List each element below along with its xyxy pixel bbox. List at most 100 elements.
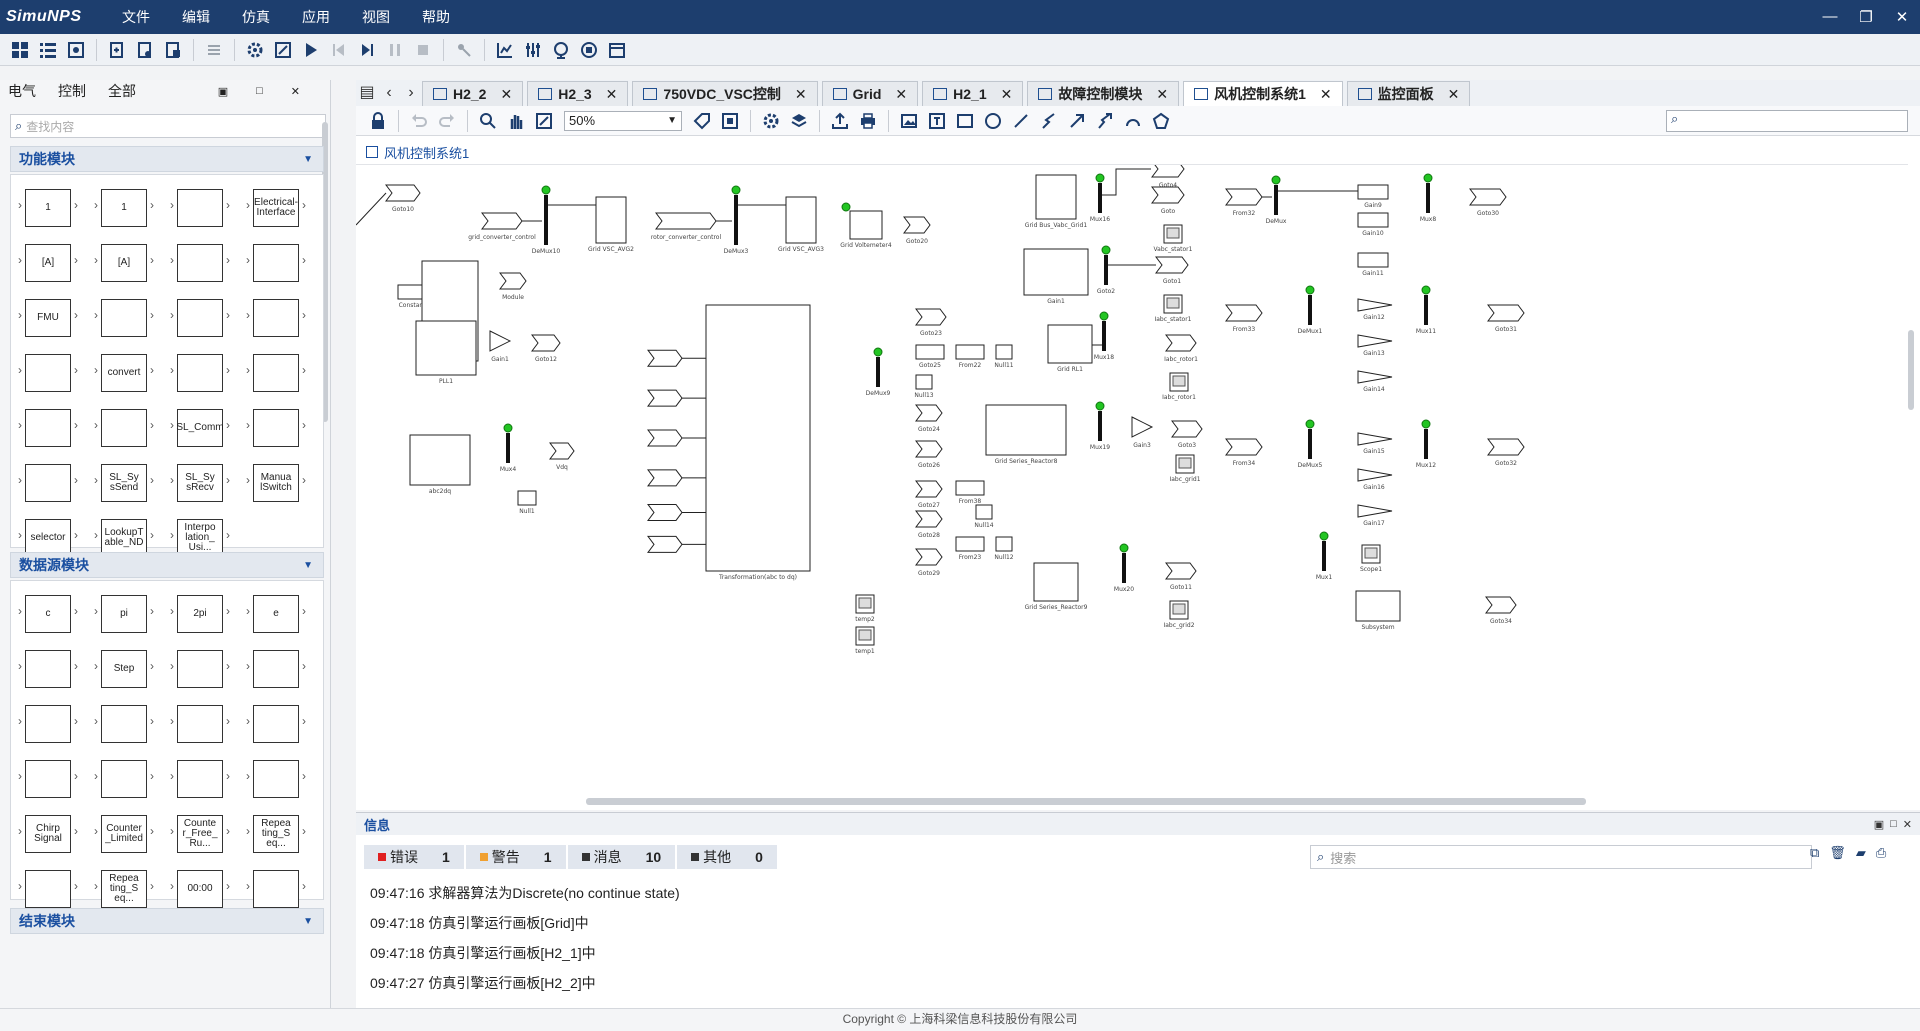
draw-rect-button[interactable] (951, 107, 979, 135)
menu-file[interactable]: 文件 (122, 9, 150, 25)
library-block[interactable] (246, 409, 306, 447)
library-block[interactable]: Repea ting_S eq... (94, 870, 154, 908)
library-block[interactable] (246, 354, 306, 392)
library-block[interactable] (18, 650, 78, 688)
tab-monitor-panel[interactable]: 监控面板✕ (1346, 81, 1471, 106)
library-block[interactable] (170, 705, 230, 743)
step-forward-button[interactable] (353, 36, 381, 64)
chevron-right-icon[interactable]: › (408, 84, 414, 101)
calendar-button[interactable] (603, 36, 631, 64)
run-button[interactable] (297, 36, 325, 64)
library-block[interactable]: SL_Sy sRecv (170, 464, 230, 502)
library-block[interactable]: convert (94, 354, 154, 392)
panel-maximize-icon[interactable]: □ (1890, 817, 1897, 830)
pause-button[interactable] (381, 36, 409, 64)
close-icon[interactable]: ✕ (1156, 85, 1169, 102)
canvas-horizontal-scrollbar[interactable] (586, 798, 1586, 805)
edit-params-button[interactable] (269, 36, 297, 64)
list-view-button[interactable] (34, 36, 62, 64)
library-block[interactable] (170, 354, 230, 392)
library-block[interactable] (18, 354, 78, 392)
panel-close-icon[interactable]: ✕ (1902, 818, 1912, 831)
library-block[interactable]: LookupT able_ND (94, 519, 154, 557)
menu-view[interactable]: 视图 (362, 9, 390, 25)
insert-image-button[interactable] (895, 107, 923, 135)
tag-button[interactable] (688, 107, 716, 135)
library-block[interactable]: FMU (18, 299, 78, 337)
library-block[interactable] (18, 870, 78, 908)
library-block[interactable]: [A] (18, 244, 78, 282)
library-block[interactable] (246, 244, 306, 282)
library-block[interactable] (94, 409, 154, 447)
library-block[interactable]: SL_Comm (170, 409, 230, 447)
library-block[interactable]: Counte r_Free_ Ru... (170, 815, 230, 853)
draw-arrow-button[interactable] (1063, 107, 1091, 135)
fit-screen-button[interactable] (716, 107, 744, 135)
breadcrumb-item[interactable]: 风机控制系统1 (384, 145, 470, 161)
library-block[interactable] (94, 299, 154, 337)
panel-float-icon[interactable]: ▣ (217, 85, 229, 98)
library-block[interactable]: Repea ting_S eq... (246, 815, 306, 853)
chevron-left-icon[interactable]: ‹ (386, 84, 392, 101)
open-model-button[interactable] (131, 36, 159, 64)
info-search-input[interactable]: ⌕ 搜索 (1310, 845, 1812, 869)
undo-button[interactable] (405, 107, 433, 135)
close-icon[interactable]: ✕ (1447, 85, 1460, 102)
export-button[interactable] (826, 107, 854, 135)
zoom-select[interactable]: 50%▼ (564, 110, 682, 131)
library-block[interactable]: Chirp Signal (18, 815, 78, 853)
library-block[interactable] (246, 650, 306, 688)
tab-list-icon[interactable]: ▤ (359, 84, 375, 101)
library-block[interactable] (170, 760, 230, 798)
save-model-button[interactable] (159, 36, 187, 64)
library-block[interactable]: Step (94, 650, 154, 688)
panel-close-icon[interactable]: ✕ (290, 85, 300, 98)
library-block[interactable]: 1 (94, 189, 154, 227)
layers-button[interactable] (785, 107, 813, 135)
library-block[interactable]: 1 (18, 189, 78, 227)
pan-button[interactable] (502, 107, 530, 135)
model-settings-button[interactable] (757, 107, 785, 135)
library-block[interactable] (170, 189, 230, 227)
lock-button[interactable] (364, 107, 392, 135)
library-block[interactable] (94, 705, 154, 743)
close-window-button[interactable]: ✕ (1895, 9, 1909, 26)
panel-button[interactable] (62, 36, 90, 64)
library-block[interactable] (18, 705, 78, 743)
minimize-button[interactable]: — (1822, 8, 1838, 25)
menu-edit[interactable]: 编辑 (182, 9, 210, 25)
step-back-button[interactable] (325, 36, 353, 64)
monitor-button[interactable] (547, 36, 575, 64)
close-icon[interactable]: ✕ (1319, 85, 1332, 102)
library-search-input[interactable]: ⌕ 查找内容 (10, 114, 326, 138)
new-model-button[interactable] (103, 36, 131, 64)
close-icon[interactable]: ✕ (794, 85, 807, 102)
stop-button[interactable] (409, 36, 437, 64)
library-scrollbar[interactable] (322, 122, 328, 422)
tab-all[interactable]: 全部 (108, 83, 136, 99)
probe-button[interactable] (450, 36, 478, 64)
section-sink-blocks[interactable]: 结束模块▼ (10, 908, 324, 934)
library-block[interactable] (246, 760, 306, 798)
library-block[interactable]: c (18, 595, 78, 633)
chart-button[interactable] (491, 36, 519, 64)
library-block[interactable]: selector (18, 519, 78, 557)
library-block[interactable] (170, 299, 230, 337)
tab-h2-3[interactable]: H2_3✕ (527, 81, 629, 106)
library-block[interactable] (246, 299, 306, 337)
library-block[interactable] (170, 244, 230, 282)
close-icon[interactable]: ✕ (500, 85, 513, 102)
redo-button[interactable] (433, 107, 461, 135)
close-icon[interactable]: ✕ (1000, 85, 1013, 102)
settings-button[interactable] (241, 36, 269, 64)
library-block[interactable] (94, 760, 154, 798)
library-block[interactable] (246, 870, 306, 908)
record-button[interactable] (575, 36, 603, 64)
tab-h2-1[interactable]: H2_1✕ (922, 81, 1024, 106)
menu-apps[interactable]: 应用 (302, 9, 330, 25)
section-source-blocks[interactable]: 数据源模块▼ (10, 552, 324, 578)
